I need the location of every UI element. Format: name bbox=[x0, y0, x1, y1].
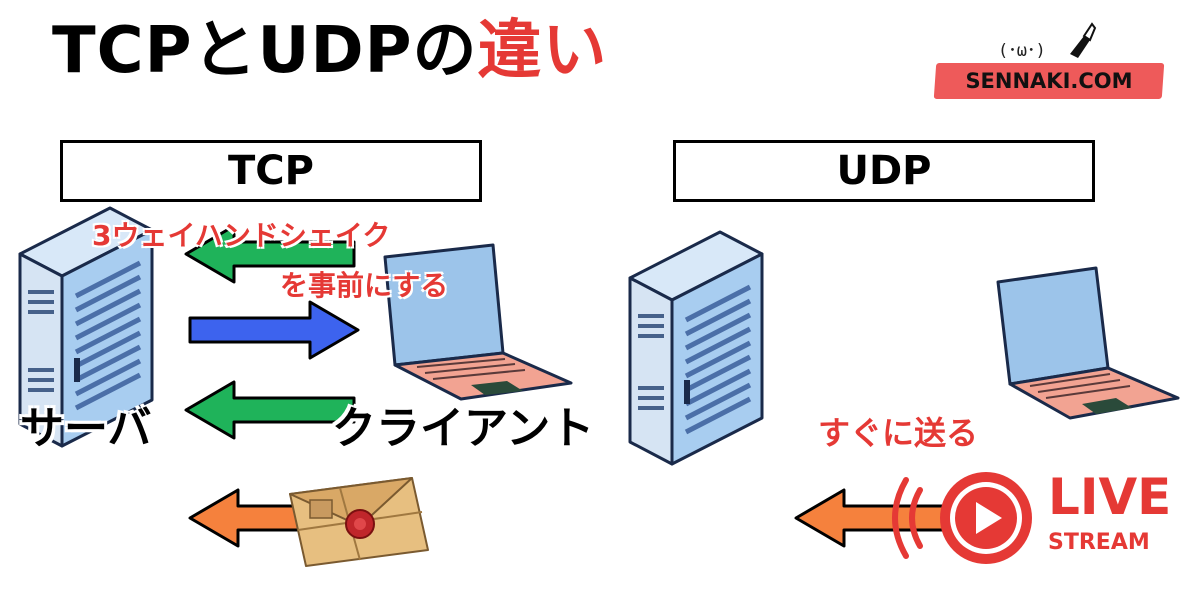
server-rack-icon bbox=[18, 206, 154, 448]
tcp-heading-box: TCP bbox=[60, 140, 482, 202]
brush-icon bbox=[1070, 22, 1097, 58]
server-label: サーバ bbox=[20, 403, 152, 454]
udp-data-transfer bbox=[794, 472, 1032, 564]
blue-arrow-right bbox=[188, 300, 360, 360]
handshake-label-line2: を事前にする bbox=[280, 269, 449, 302]
brand-face-logo: (･ω･) bbox=[998, 41, 1046, 61]
client-label: クライアント bbox=[332, 403, 595, 454]
tcp-data-transfer bbox=[188, 477, 429, 567]
udp-heading-box: UDP bbox=[673, 140, 1095, 202]
tcp-arrows bbox=[184, 224, 360, 440]
handshake-label-line1: 3ウェイハンドシェイク bbox=[92, 219, 391, 252]
page-title: TCPとUDPの違い bbox=[52, 6, 608, 96]
green-arrow-left-bottom bbox=[184, 380, 356, 440]
envelope-icon bbox=[289, 477, 429, 567]
laptop-icon bbox=[383, 243, 573, 401]
green-arrow-left-top bbox=[184, 224, 356, 284]
stream-label: STREAM bbox=[1048, 530, 1150, 555]
udp-laptop-icon bbox=[996, 266, 1180, 420]
udp-orange-arrow-left bbox=[794, 488, 948, 548]
udp-heading: UDP bbox=[836, 148, 932, 194]
title-highlight: 違い bbox=[477, 14, 608, 88]
send-immediately-label: すぐに送る bbox=[818, 414, 979, 452]
tcp-heading: TCP bbox=[228, 148, 314, 194]
play-button-icon bbox=[940, 472, 1032, 564]
udp-server-rack-icon bbox=[628, 230, 764, 466]
live-label: LIVE bbox=[1048, 468, 1172, 526]
brand-logo-text: SENNAKI.COM bbox=[965, 69, 1133, 93]
broadcast-waves-icon bbox=[892, 477, 923, 559]
title-main: TCPとUDPの bbox=[52, 14, 478, 88]
